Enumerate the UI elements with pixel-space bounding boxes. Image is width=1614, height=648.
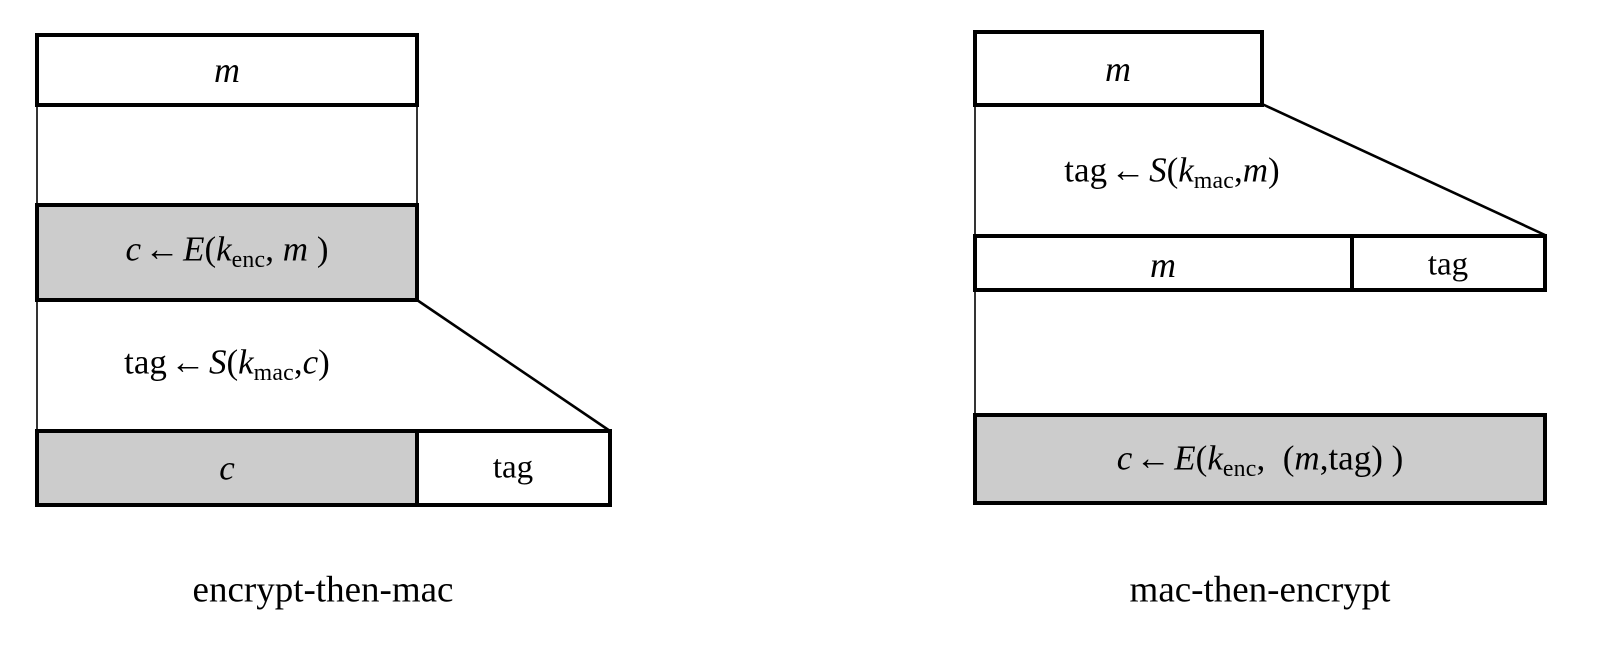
expr-rparen: ): [1268, 150, 1280, 190]
expr-lparen: (: [204, 229, 217, 269]
expr-inner-lparen: (: [1282, 438, 1295, 478]
expr-rparen: ): [318, 342, 330, 382]
expr-comma: ,: [1234, 150, 1243, 190]
expr-lparen: (: [1195, 438, 1208, 478]
label-right-mid-tag: tag: [1427, 246, 1469, 283]
caption-mac-then-encrypt: mac-then-encrypt: [1129, 569, 1391, 611]
label-left-message: m: [214, 50, 240, 90]
expr-rparen: ): [1391, 438, 1404, 478]
label-left-encrypt-expression: c←E(kenc, m ): [126, 231, 329, 272]
left-diagonal-connector: [416, 298, 611, 433]
box-right-encrypt-step: [973, 413, 1547, 505]
expr-lparen: (: [1166, 150, 1179, 190]
expr-key-subscript-enc: enc: [231, 246, 266, 273]
expr-lhs-tag: tag: [124, 342, 167, 382]
panel-encrypt-then-mac: [35, 33, 612, 507]
caption-encrypt-then-mac: encrypt-then-mac: [192, 569, 454, 611]
expr-fn-S: S: [1149, 150, 1167, 190]
expr-inner-rparen: ): [1371, 438, 1383, 478]
expr-key-subscript-enc: enc: [1222, 455, 1257, 482]
expr-key-subscript-mac: mac: [1193, 167, 1235, 194]
left-arrow-icon: ←: [170, 342, 206, 382]
expr-fn-E: E: [183, 229, 205, 269]
expr-comma: ,: [265, 229, 275, 269]
expr-comma: ,: [293, 342, 303, 382]
box-left-encrypt-step: [35, 203, 419, 302]
expr-key-k: k: [216, 229, 232, 269]
left-arrow-icon: ←: [1135, 438, 1171, 478]
expr-arg-m: m: [1242, 150, 1269, 190]
label-right-mac-expression: tag←S(kmac,m): [1064, 152, 1279, 193]
expr-lparen: (: [226, 342, 239, 382]
right-diagonal-connector: [1261, 102, 1546, 237]
left-arrow-icon: ←: [144, 229, 180, 269]
expr-arg-c: c: [302, 342, 319, 382]
box-right-mid-tag: [1350, 234, 1547, 292]
expr-lhs-c: c: [125, 229, 142, 269]
box-left-output-tag: [415, 429, 612, 507]
expr-key-k: k: [238, 342, 254, 382]
expr-key-k: k: [1178, 150, 1194, 190]
expr-comma: ,: [1256, 438, 1266, 478]
label-right-encrypt-expression: c←E(kenc, (m,tag) ): [1117, 440, 1404, 481]
expr-lhs-tag: tag: [1064, 150, 1108, 190]
expr-arg-m: m: [282, 229, 309, 269]
expr-fn-S: S: [208, 342, 227, 382]
expr-key-subscript-mac: mac: [253, 359, 294, 386]
expr-arg-tag: tag: [1328, 438, 1372, 478]
label-right-mid-message: m: [1150, 245, 1176, 285]
label-left-output-tag: tag: [492, 449, 534, 486]
expr-inner-comma: ,: [1319, 438, 1329, 478]
box-right-mid-message: [973, 234, 1354, 292]
label-left-output-c: c: [219, 448, 235, 488]
box-left-output-ciphertext: [35, 429, 419, 507]
label-right-message: m: [1105, 49, 1131, 89]
box-right-message: [973, 30, 1264, 107]
expr-arg-m: m: [1294, 438, 1320, 478]
expr-fn-E: E: [1174, 438, 1196, 478]
label-left-mac-expression: tag←S(kmac,c): [124, 344, 330, 385]
left-arrow-icon: ←: [1110, 150, 1146, 190]
expr-key-k: k: [1207, 438, 1223, 478]
panel-mac-then-encrypt: [973, 30, 1547, 505]
box-left-message: [35, 33, 419, 107]
expr-rparen: ): [316, 229, 329, 269]
expr-lhs-c: c: [1116, 438, 1133, 478]
